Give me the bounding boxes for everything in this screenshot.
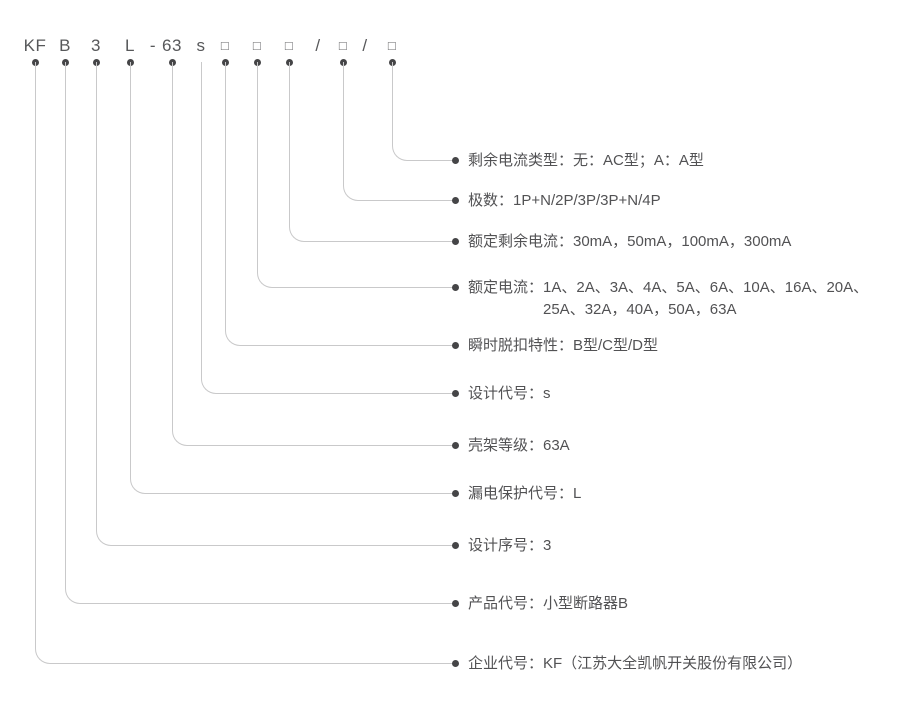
label-bullet-design-code bbox=[452, 390, 459, 397]
label-bullet-rated-residual-current bbox=[452, 238, 459, 245]
model-segment-box-current: □ bbox=[252, 38, 262, 53]
label-residual-current-type: 剩余电流类型：无：AC型；A：A型 bbox=[468, 152, 704, 169]
connector-design-code bbox=[201, 62, 455, 394]
connector-leakage-protection-code bbox=[130, 62, 455, 494]
label-leakage-protection-code: 漏电保护代号：L bbox=[468, 485, 582, 502]
label-bullet-leakage-protection-code bbox=[452, 490, 459, 497]
connector-poles bbox=[343, 62, 455, 201]
connector-frame-rating bbox=[172, 62, 455, 446]
connector-product-code bbox=[65, 62, 455, 604]
model-segment-s: s bbox=[196, 36, 206, 55]
label-bullet-product-code bbox=[452, 600, 459, 607]
connector-design-serial bbox=[96, 62, 455, 546]
model-segment-3: 3 bbox=[91, 36, 101, 55]
label-rated-residual-current: 额定剩余电流：30mA，50mA，100mA，300mA bbox=[468, 233, 792, 250]
model-segment-box-type: □ bbox=[387, 38, 397, 53]
label-poles: 极数：1P+N/2P/3P/3P+N/4P bbox=[468, 192, 661, 209]
model-segment-kf: KF bbox=[23, 36, 47, 55]
model-segment-box-trip: □ bbox=[220, 38, 230, 53]
connector-rated-current bbox=[257, 62, 455, 288]
label-instantaneous-trip: 瞬时脱扣特性：B型/C型/D型 bbox=[468, 337, 659, 354]
label-bullet-poles bbox=[452, 197, 459, 204]
connector-residual-current-type bbox=[392, 62, 455, 161]
model-segment-hyphen: - bbox=[149, 36, 157, 55]
label-rated-current-line1: 额定电流：1A、2A、3A、4A、5A、6A、10A、16A、20A、 bbox=[468, 279, 869, 296]
model-segment-box-poles: □ bbox=[338, 38, 348, 53]
label-frame-rating: 壳架等级：63A bbox=[468, 437, 570, 454]
label-design-code: 设计代号：s bbox=[468, 385, 551, 402]
label-bullet-residual-current-type bbox=[452, 157, 459, 164]
label-bullet-instantaneous-trip bbox=[452, 342, 459, 349]
model-segment-l: L bbox=[125, 36, 135, 55]
label-bullet-rated-current bbox=[452, 284, 459, 291]
label-bullet-enterprise-code bbox=[452, 660, 459, 667]
label-enterprise-code: 企业代号：KF（江苏大全凯帆开关股份有限公司） bbox=[468, 655, 803, 672]
label-rated-current: 额定电流：1A、2A、3A、4A、5A、6A、10A、16A、20A、 25A、3… bbox=[468, 277, 868, 321]
connector-enterprise-code bbox=[35, 62, 455, 664]
model-segment-slash-2: / bbox=[362, 36, 368, 55]
label-bullet-design-serial bbox=[452, 542, 459, 549]
model-segment-slash-1: / bbox=[315, 36, 321, 55]
label-bullet-frame-rating bbox=[452, 442, 459, 449]
model-segment-b: B bbox=[59, 36, 71, 55]
connector-instantaneous-trip bbox=[225, 62, 455, 346]
model-segment-box-residual: □ bbox=[284, 38, 294, 53]
model-segment-63: 63 bbox=[162, 36, 182, 55]
label-product-code: 产品代号：小型断路器B bbox=[468, 595, 629, 612]
label-rated-current-line2: 25A、32A，40A，50A，63A bbox=[543, 301, 737, 318]
connector-rated-residual-current bbox=[289, 62, 455, 242]
label-design-serial: 设计序号：3 bbox=[468, 537, 552, 554]
